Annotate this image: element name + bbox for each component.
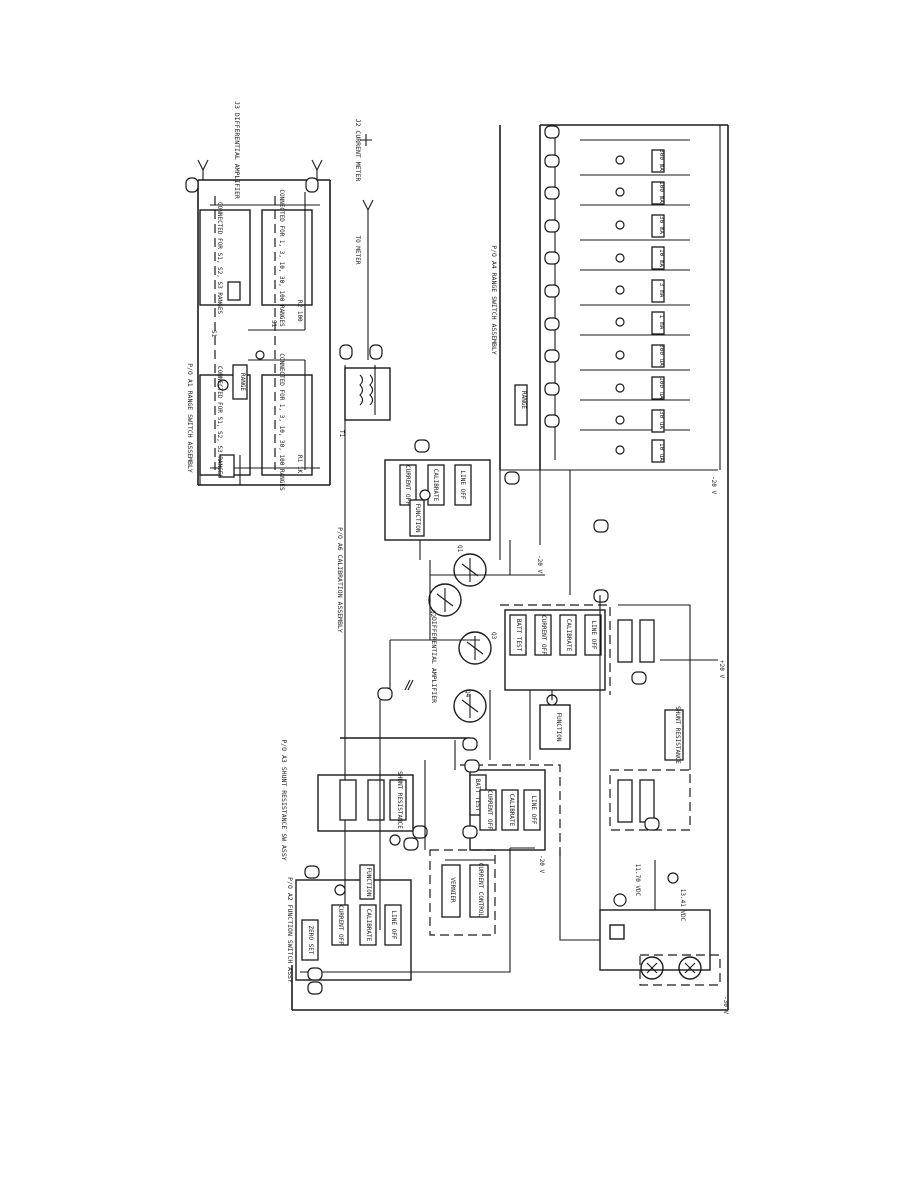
a3-batt-test: BATT TEST bbox=[474, 779, 481, 812]
a1-range-switch: P/O A1 RANGE SWITCH ASSEMBLY CONNECTED F… bbox=[186, 189, 313, 491]
v-1170-label: 11.70 VDC bbox=[634, 864, 641, 897]
connected-for-b-label: CONNECTED FOR 1, 3, 10, 30, 100 RANGES bbox=[278, 353, 285, 491]
minus-20v-b-label: -20 V bbox=[538, 855, 545, 873]
range-step-3: 300 uA bbox=[658, 344, 665, 366]
j2-label: J2 CURRENT METER bbox=[354, 119, 362, 182]
a3-title: P/O A3 SHUNT RESISTANCE SW ASSY bbox=[280, 739, 288, 860]
t1-label: T1 bbox=[338, 430, 345, 438]
a3b-current-off: CURRENT OFF bbox=[540, 615, 547, 655]
a3b-calibrate: CALIBRATE bbox=[565, 619, 572, 652]
a1-title: P/O A1 RANGE SWITCH ASSEMBLY bbox=[186, 363, 194, 473]
a1-r1-label: R1 1K bbox=[296, 455, 303, 473]
to-meter-label: TO METER bbox=[354, 236, 361, 265]
a5-calibration: T1 CURRENT OFF CALIBRATE LINE OFF FUNCTI… bbox=[336, 365, 520, 935]
a2-function-switch: ZERO SET CURRENT OFF CALIBRATE LINE OFF … bbox=[286, 864, 412, 995]
a3-right-side: SHUNT RESISTANCE +20 V bbox=[609, 604, 725, 831]
range-step-4: 1 mA bbox=[658, 315, 665, 330]
a1-r2-label: R2 100 bbox=[296, 300, 303, 322]
a2-calibrate: CALIBRATE bbox=[365, 909, 372, 942]
q4-label: Q4 bbox=[464, 690, 471, 698]
a4-range-switch: RANGE P/O A4 RANGE SWITCH ASSEMBLY 10 uA… bbox=[490, 125, 721, 494]
range-step-7: 30 mA bbox=[658, 216, 665, 234]
a2-line-off: LINE OFF bbox=[390, 911, 397, 940]
connected-for-a2-label: CONNECTED FOR S1, S2, S3 RANGES bbox=[216, 202, 223, 314]
a5-line-off: LINE OFF bbox=[459, 471, 466, 500]
minus-30v-label: -30 V bbox=[722, 996, 729, 1014]
minus-20v-c-label: -20 V bbox=[710, 476, 717, 494]
a3-line-off: LINE OFF bbox=[530, 796, 537, 825]
interconnects bbox=[379, 470, 609, 930]
range-step-5: 3 mA bbox=[658, 283, 665, 298]
current-control-label: CURRENT CONTROL bbox=[477, 863, 484, 918]
function-label: FUNCTION bbox=[555, 713, 562, 742]
minus-20v-label: -20 V bbox=[536, 555, 543, 573]
connected-for-b2-label: CONNECTED FOR 1, 3, 10, 30, 100 RANGES bbox=[278, 189, 285, 327]
shunt-resistance-b-label: SHUNT RESISTANCE bbox=[674, 706, 681, 764]
connected-for-a-label: CONNECTED FOR S1, S2, S3 RANGES bbox=[216, 366, 223, 478]
a4-range-label: RANGE bbox=[520, 391, 527, 409]
a3-switch-sections: BATT TEST CURRENT OFF CALIBRATE LINE OFF… bbox=[460, 589, 611, 860]
a1-range-label: RANGE bbox=[239, 373, 246, 391]
current-control-group: VERNIER CURRENT CONTROL -20 V bbox=[429, 847, 545, 936]
q1-label: Q1 bbox=[456, 545, 463, 553]
a2-title: P/O A2 FUNCTION SWITCH ASSY bbox=[286, 877, 294, 983]
vernier-label: VERNIER bbox=[449, 877, 456, 903]
range-step-1: 30 uA bbox=[658, 411, 665, 429]
shunt-resistance-label: SHUNT RESISTANCE bbox=[396, 771, 403, 829]
q3-label: Q3 bbox=[490, 632, 497, 640]
a3-calibrate: CALIBRATE bbox=[508, 794, 515, 827]
a5-calibrate: CALIBRATE bbox=[432, 469, 439, 502]
a4-title: P/O A4 RANGE SWITCH ASSEMBLY bbox=[490, 245, 498, 355]
diff-amp-label: DIFFERENTIAL AMPLIFIER bbox=[430, 617, 438, 703]
a5-current-off: CURRENT OFF bbox=[404, 465, 411, 505]
a2-zero-set: ZERO SET bbox=[307, 926, 314, 955]
a2-function: FUNCTION bbox=[365, 868, 372, 897]
j3-label: J3 DIFFERENTIAL AMPLIFIER bbox=[233, 101, 241, 199]
range-step-6: 10 mA bbox=[658, 249, 665, 267]
a3b-batt-test: BATT TEST bbox=[515, 619, 522, 652]
range-step-8: 100 mA bbox=[658, 181, 665, 203]
plus-20v-label: +20 V bbox=[718, 660, 725, 678]
differential-amplifier: Q1 Q2 Q3 Q4 DIFFERENTIAL AMPLIFIER -20 V bbox=[340, 540, 545, 751]
a3-current-off: CURRENT OFF bbox=[486, 790, 493, 830]
range-step-9: 300 mA bbox=[658, 149, 665, 171]
a3b-line-off: LINE OFF bbox=[590, 621, 597, 650]
range-step-0: 10 uA bbox=[658, 443, 665, 461]
a5-function: FUNCTION bbox=[414, 504, 421, 533]
q2-label: Q2 bbox=[429, 610, 436, 618]
a2-current-off: CURRENT OFF bbox=[337, 905, 344, 945]
v-1341-label: 13.41 VDC bbox=[679, 889, 686, 922]
battery-section: 11.70 VDC 13.41 VDC -30 V bbox=[559, 850, 729, 1014]
a1-s1-label: S1 bbox=[210, 330, 217, 338]
a1-s1b-label: S1 bbox=[270, 320, 277, 328]
range-step-2: 100 uA bbox=[658, 377, 665, 399]
connectors: J3 DIFFERENTIAL AMPLIFIER J2 CURRENT MET… bbox=[185, 101, 383, 360]
a6-title: P/O A6 CALIBRATION ASSEMBLY bbox=[336, 527, 344, 633]
